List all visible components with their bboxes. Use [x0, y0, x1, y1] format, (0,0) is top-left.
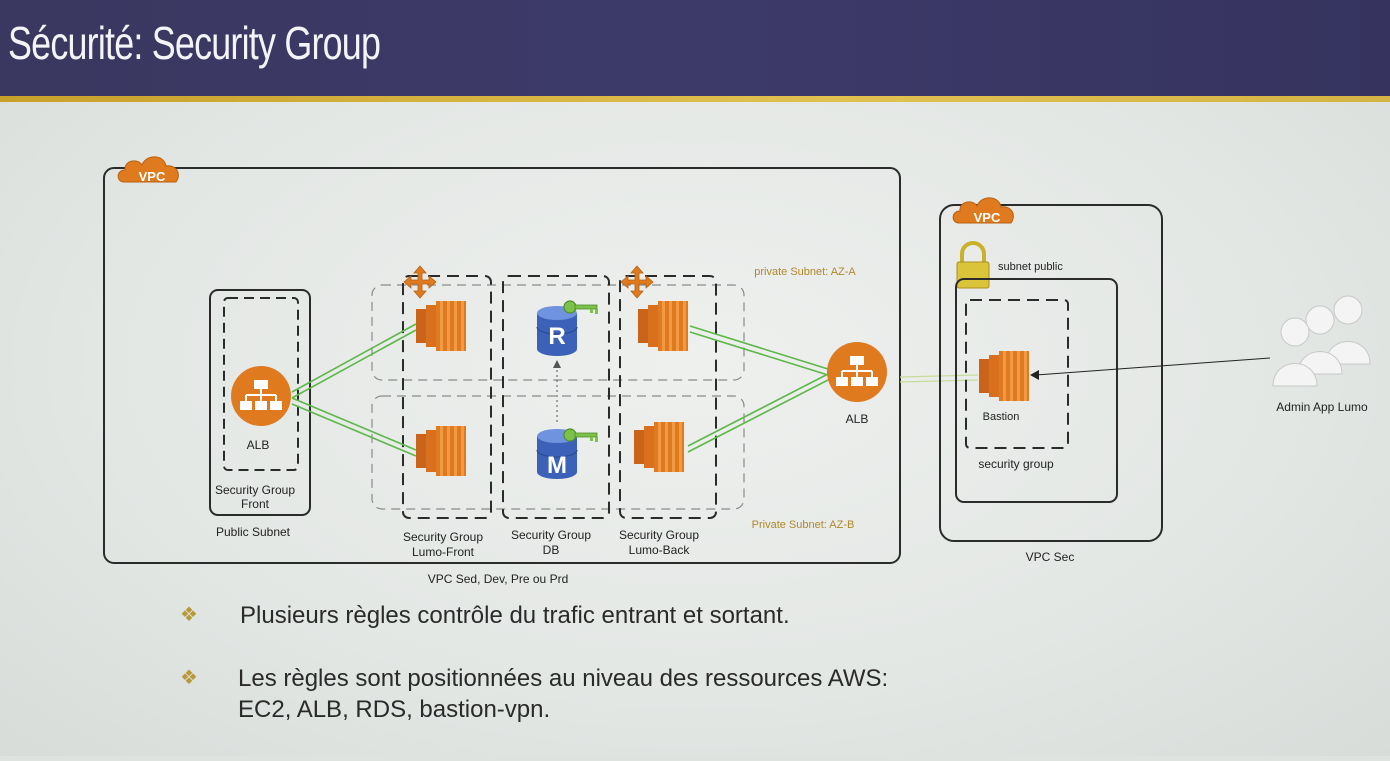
vpc-sec-badge: VPC: [974, 210, 1001, 225]
sg-db: R M Security Group DB: [502, 275, 610, 557]
sg-front-line1: Security Group: [215, 483, 295, 497]
ec2-instance-icon: [638, 301, 688, 351]
bullet-icon: ❖: [180, 604, 198, 626]
sg-lumo-back-line2: Lumo-Back: [629, 543, 691, 557]
sg-db-line2: DB: [543, 543, 560, 557]
title-underline: [0, 96, 1390, 102]
bullet-1-text: Plusieurs règles contrôle du trafic entr…: [240, 602, 790, 629]
vpc-sec-subnet-label: subnet public: [998, 261, 1063, 273]
public-subnet: ALB Security Group Front Public Subnet: [209, 289, 311, 539]
sg-lumo-front: Security Group Lumo-Front: [402, 265, 492, 559]
slide-title: Sécurité: Security Group: [8, 17, 381, 69]
ec2-instance-icon: [416, 301, 466, 351]
arrow-head: [1030, 370, 1039, 380]
key-icon: [563, 428, 599, 443]
title-bar: Sécurité: Security Group: [0, 0, 1390, 98]
alb-internal: ALB: [827, 342, 887, 426]
ec2-instance-icon: [416, 426, 466, 476]
db-master-letter: M: [547, 452, 567, 479]
bastion-label: Bastion: [983, 411, 1020, 423]
private-subnet-b: Private Subnet: AZ-B: [371, 395, 855, 531]
private-subnet-a: private Subnet: AZ-A: [371, 266, 856, 381]
bullet-2-line2: EC2, ALB, RDS, bastion-vpn.: [238, 696, 551, 723]
admin-label: Admin App Lumo: [1276, 400, 1368, 414]
key-icon: [563, 300, 599, 315]
alb-icon: [231, 366, 291, 426]
sg-front-line2: Front: [241, 497, 270, 511]
vpc-main: VPC VPC Sed, Dev, Pre ou Prd: [103, 156, 901, 586]
architecture-diagram: VPC VPC Sed, Dev, Pre ou Prd ALB Securit…: [103, 156, 1371, 586]
bullet-icon: ❖: [180, 667, 198, 689]
rds-db-icon: M: [536, 428, 599, 480]
vpc-main-caption: VPC Sed, Dev, Pre ou Prd: [428, 572, 569, 586]
sg-lumo-back: Security Group Lumo-Back: [619, 265, 717, 557]
admin-access-arrow: [1035, 357, 1271, 376]
lock-icon: [956, 241, 990, 289]
rds-db-icon: R: [536, 300, 599, 357]
db-replica-letter: R: [548, 323, 565, 350]
vpc-sec-caption: VPC Sec: [1026, 550, 1075, 564]
ec2-instance-icon: [634, 422, 684, 472]
connections: [291, 323, 979, 457]
sg-db-line1: Security Group: [511, 528, 591, 542]
vpc-sec-sg-label: security group: [978, 457, 1054, 471]
autoscaling-icon: [620, 265, 654, 299]
slide-body: VPC VPC Sed, Dev, Pre ou Prd ALB Securit…: [0, 102, 1390, 756]
vpc-main-badge: VPC: [139, 169, 166, 184]
ec2-instance-icon: [979, 351, 1029, 401]
bullet-2-line1: Les règles sont positionnées au niveau d…: [238, 665, 889, 692]
private-subnet-b-label: Private Subnet: AZ-B: [752, 519, 855, 531]
private-subnet-a-label: private Subnet: AZ-A: [754, 266, 856, 278]
users-icon: [1272, 295, 1371, 387]
sg-lumo-front-line1: Security Group: [403, 530, 483, 544]
sg-lumo-front-line2: Lumo-Front: [412, 545, 475, 559]
public-subnet-caption: Public Subnet: [216, 525, 291, 539]
vpc-sec: VPC subnet public Bastion security group…: [939, 197, 1163, 564]
autoscaling-icon: [403, 265, 437, 299]
alb-front-label: ALB: [247, 438, 270, 452]
sg-lumo-back-line1: Security Group: [619, 528, 699, 542]
alb-internal-label: ALB: [846, 412, 869, 426]
